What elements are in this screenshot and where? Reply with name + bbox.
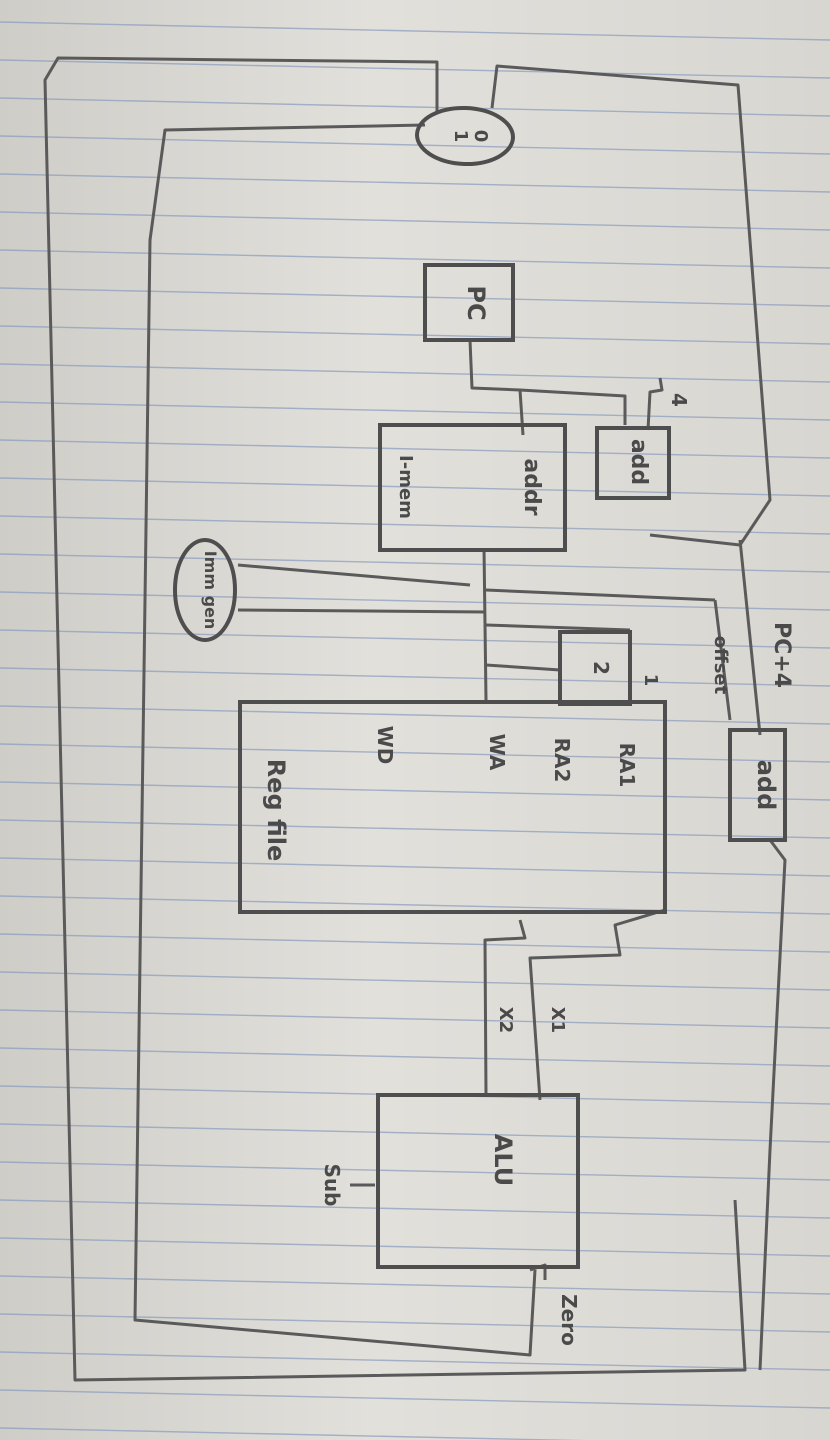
wire-imm-gen: [237, 563, 487, 614]
regfile-block: [238, 700, 667, 914]
wire-outer-loop: [43, 56, 747, 1382]
mux-small-one-label: 1: [640, 674, 661, 687]
wire-x1: [528, 908, 666, 1101]
alu-label: ALU: [489, 1134, 517, 1187]
zero-label: Zero: [557, 1294, 581, 1346]
mux-small-two-label: 2: [589, 661, 613, 675]
wire-instruction-bus: [482, 547, 488, 701]
add-pc-label: add: [626, 439, 651, 485]
wire-branch-out: [758, 839, 787, 1371]
add-pc-block: [595, 426, 671, 500]
sub-label: Sub: [320, 1164, 344, 1207]
regfile-ra2-label: RA2: [550, 738, 574, 783]
imem-addr-label: addr: [519, 458, 544, 515]
x2-label: X2: [495, 1007, 516, 1033]
wire-const-four: [646, 377, 664, 431]
wire-pc-to-imem: [468, 339, 525, 436]
wire-offset: [713, 539, 762, 736]
imem-label: I-mem: [395, 455, 416, 519]
const-four-label: 4: [667, 393, 691, 407]
regfile-wa-label: WA: [485, 734, 509, 771]
mux-block: [415, 105, 515, 167]
regfile-label: Reg file: [262, 759, 290, 862]
wire-instruction-branches: [485, 588, 716, 705]
mux-zero-one-label: 01: [450, 130, 491, 143]
wire-mux-to-pc: [490, 64, 772, 547]
imem-block: [378, 423, 567, 552]
imm-gen-block: [173, 538, 237, 642]
imm-gen-label: Imm gen: [201, 551, 220, 630]
regfile-wd-label: WD: [373, 726, 397, 765]
add-branch-label: add: [752, 760, 780, 811]
wire-x2: [483, 919, 527, 1096]
add-branch-block: [728, 728, 787, 842]
wire-pc-to-add: [519, 388, 627, 425]
pc-plus-four-label: PC+4: [769, 622, 794, 688]
regfile-ra1-label: RA1: [615, 743, 639, 788]
pc-block: [423, 263, 515, 342]
wire-inner-loop: [133, 123, 537, 1357]
pc-label: PC: [462, 285, 490, 320]
alu-block: [376, 1093, 580, 1269]
x1-label: X1: [547, 1007, 568, 1033]
offset-label: offset: [710, 636, 731, 695]
